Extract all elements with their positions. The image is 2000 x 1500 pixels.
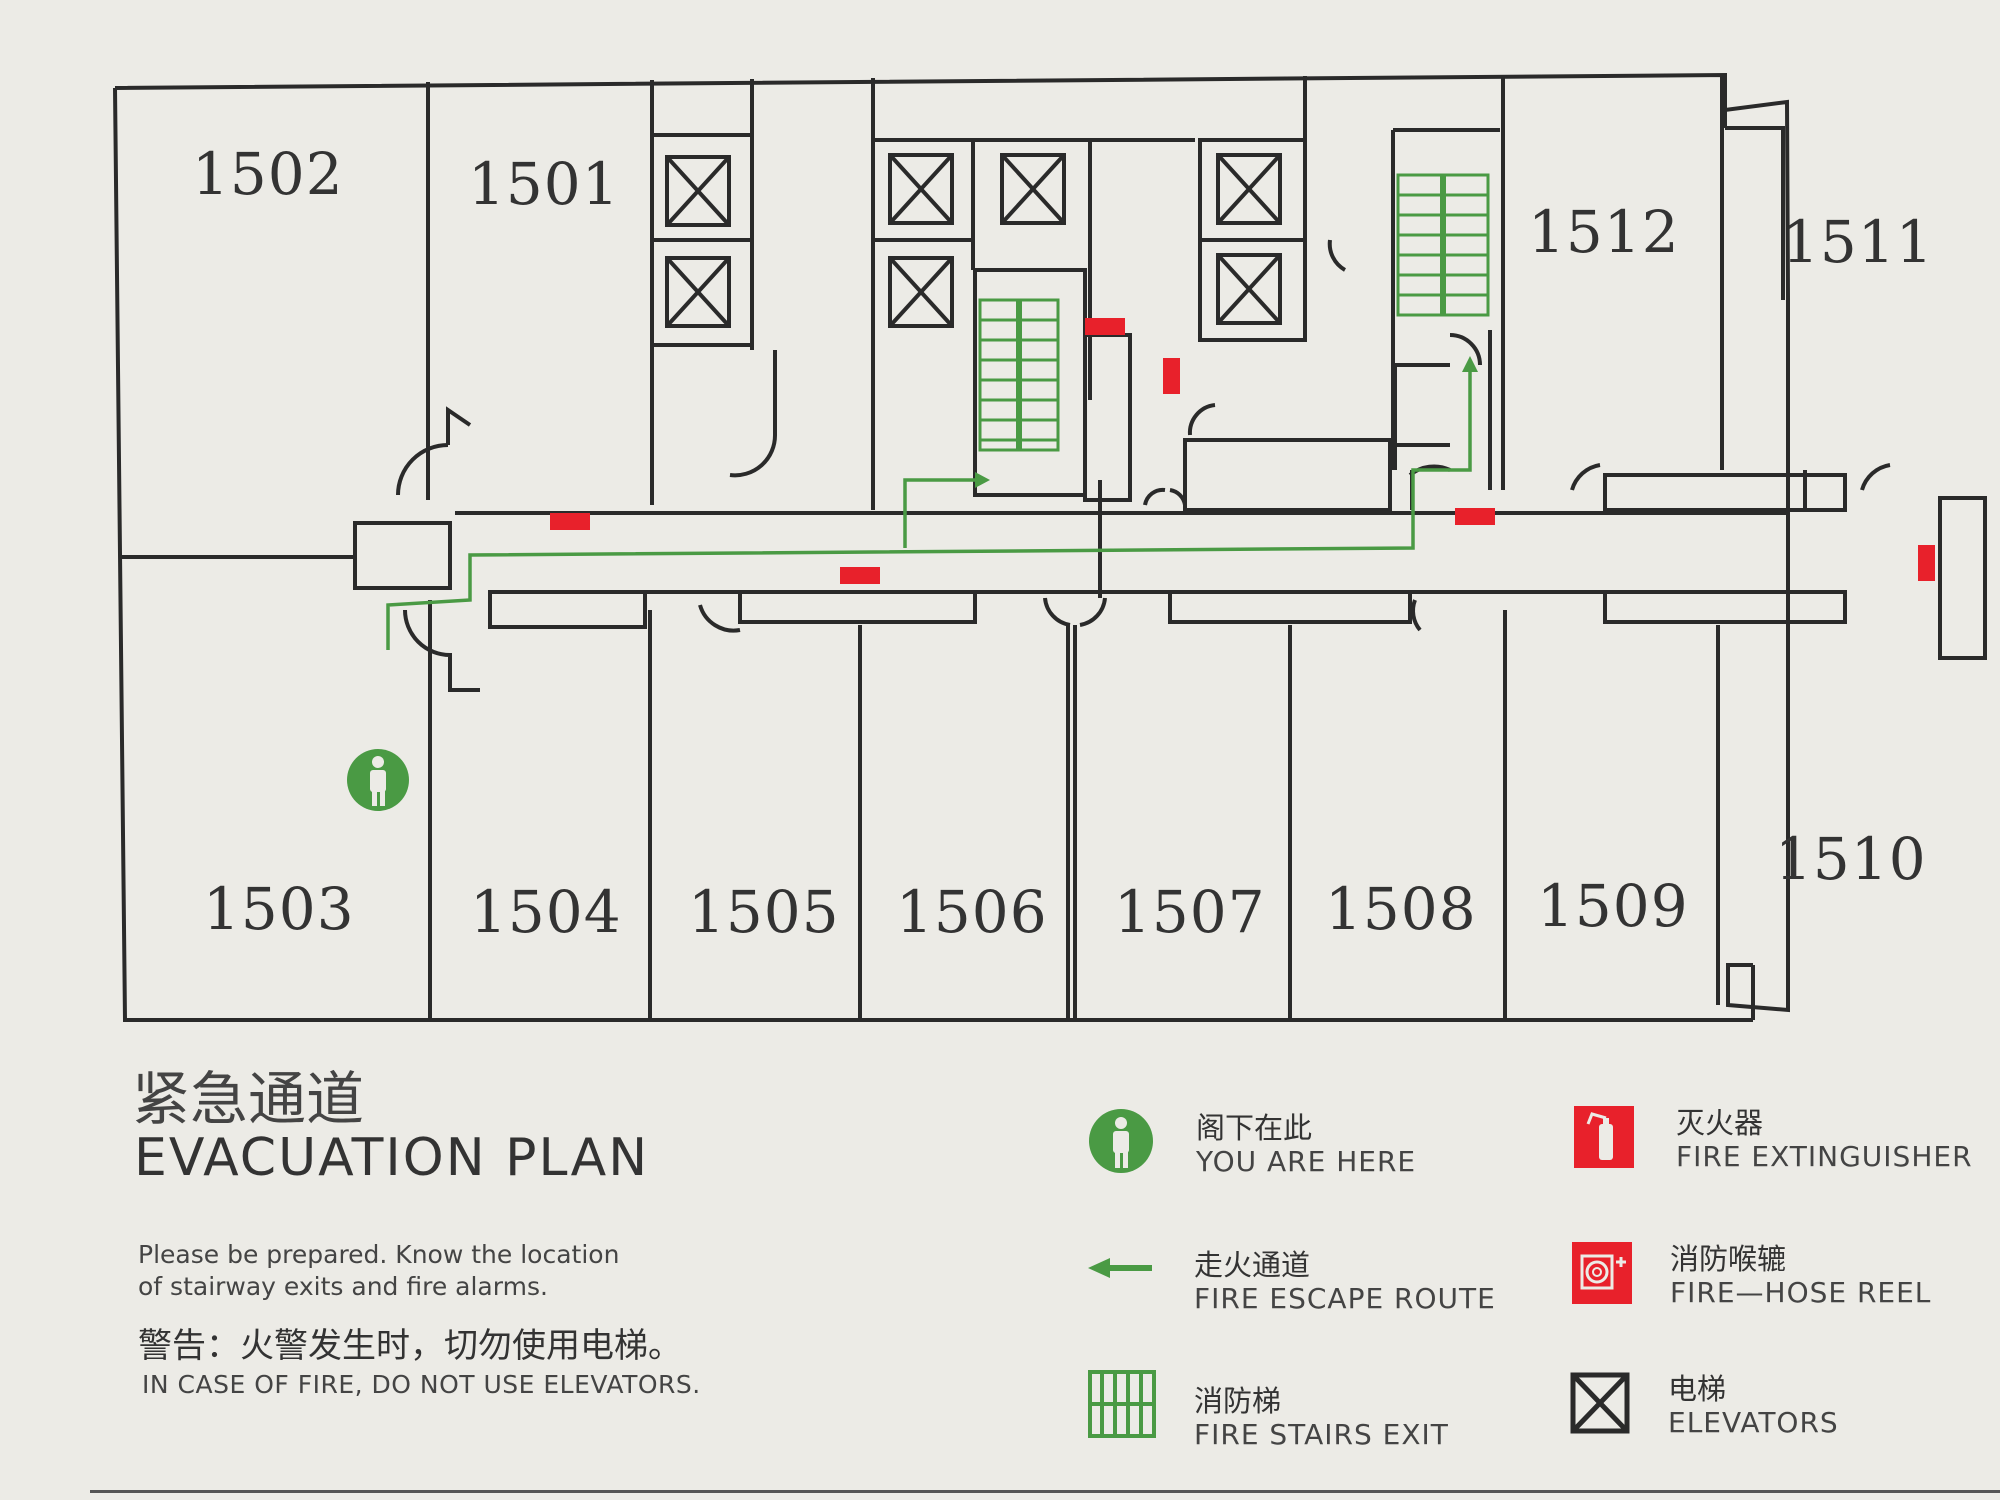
walls [113, 72, 1987, 1022]
note-line-2: of stairway exits and fire alarms. [138, 1272, 548, 1301]
you-are-here-marker [347, 749, 409, 811]
route-arrow-icon [1462, 356, 1478, 372]
plan-title: EVACUATION PLAN [134, 1128, 650, 1188]
legend-you-are-here-en: YOU ARE HERE [1196, 1145, 1417, 1178]
room-1507: 1507 [1114, 878, 1266, 946]
legend-fire-stairs-en: FIRE STAIRS EXIT [1194, 1418, 1449, 1451]
legend-elevators-en: ELEVATORS [1668, 1406, 1839, 1439]
plan-title-chinese: 紧急通道 [132, 1065, 365, 1133]
warning-english: IN CASE OF FIRE, DO NOT USE ELEVATORS. [142, 1370, 701, 1399]
legend-escape-route-en: FIRE ESCAPE ROUTE [1194, 1282, 1496, 1315]
legend-escape-route-zh: 走火通道 [1194, 1248, 1311, 1282]
room-1505: 1505 [688, 878, 840, 946]
room-1501: 1501 [468, 150, 620, 218]
extinguisher-icon [1574, 1106, 1634, 1168]
room-1510: 1510 [1775, 825, 1927, 893]
frame-bottom-edge [90, 1490, 2000, 1493]
elevator-symbols [665, 153, 1282, 328]
arrow-left-icon [1088, 1258, 1152, 1278]
hose-reel-icon [1572, 1242, 1632, 1304]
person-icon [1089, 1109, 1153, 1173]
elevator-icon [1570, 1372, 1630, 1434]
fire-stairs [978, 173, 1490, 452]
warning-chinese: 警告：火警发生时，切勿使用电梯。 [138, 1326, 682, 1366]
room-1509: 1509 [1537, 872, 1689, 940]
legend-extinguisher-zh: 灭火器 [1676, 1106, 1764, 1140]
room-1506: 1506 [896, 878, 1048, 946]
room-1508: 1508 [1325, 875, 1477, 943]
legend-fire-stairs-zh: 消防梯 [1194, 1384, 1282, 1418]
note-line-1: Please be prepared. Know the location [138, 1240, 620, 1269]
legend-hose-reel-en: FIRE—HOSE REEL [1670, 1276, 1932, 1309]
room-1504: 1504 [470, 878, 622, 946]
legend-you-are-here-zh: 阁下在此 [1196, 1111, 1313, 1145]
fire-equipment-markers [550, 318, 1935, 584]
room-1512: 1512 [1528, 198, 1680, 266]
legend-hose-reel-zh: 消防喉辘 [1670, 1242, 1787, 1276]
stairs-icon [1088, 1370, 1156, 1438]
legend-extinguisher-en: FIRE EXTINGUISHER [1676, 1140, 1973, 1173]
room-1503: 1503 [203, 875, 355, 943]
room-1511: 1511 [1782, 208, 1934, 276]
route-arrow-icon [975, 472, 990, 488]
room-1502: 1502 [192, 140, 344, 208]
legend-elevators-zh: 电梯 [1668, 1372, 1727, 1406]
escape-route [386, 370, 1472, 650]
